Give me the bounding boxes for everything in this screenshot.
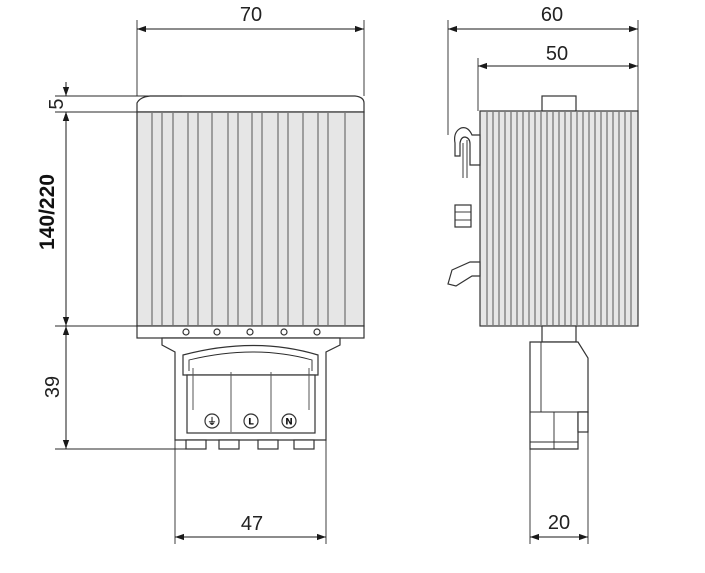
front-top-cap bbox=[136, 95, 365, 113]
side-din-clip-spring bbox=[462, 140, 468, 178]
dim-front-terminal-width: 47 bbox=[241, 513, 263, 535]
side-din-clip-hook bbox=[454, 127, 481, 166]
dim-side-terminal-width: 20 bbox=[548, 512, 570, 534]
front-terminal-hood bbox=[182, 344, 319, 376]
side-terminal-block bbox=[529, 341, 589, 450]
terminal-ground-symbol: ⏚ bbox=[207, 417, 216, 428]
front-mounting-holes bbox=[182, 328, 321, 336]
terminal-n-symbol: N bbox=[285, 418, 293, 428]
dim-front-width: 70 bbox=[240, 4, 262, 26]
front-terminal-hood-inner bbox=[188, 351, 313, 371]
side-top-clip bbox=[541, 95, 577, 112]
mounting-hole bbox=[280, 328, 288, 336]
mounting-hole bbox=[313, 328, 321, 336]
terminal-l-symbol: L bbox=[248, 418, 254, 428]
mounting-hole bbox=[213, 328, 221, 336]
dim-front-cap: 5 bbox=[46, 98, 68, 109]
terminal-ground: ⏚ bbox=[204, 413, 220, 429]
front-view: ⏚ L N bbox=[136, 95, 365, 450]
dim-front-height: 140/220 bbox=[36, 174, 59, 250]
dim-front-terminal-height: 39 bbox=[42, 376, 64, 398]
terminal-l: L bbox=[243, 413, 259, 429]
front-heatsink-fins bbox=[151, 113, 346, 325]
side-terminal-latch bbox=[577, 411, 589, 433]
front-terminal-feet bbox=[185, 439, 315, 450]
front-heatsink-body bbox=[136, 111, 365, 327]
side-terminal-neck bbox=[541, 325, 577, 343]
side-dimensions: 60 50 20 bbox=[447, 4, 639, 544]
mounting-hole bbox=[246, 328, 254, 336]
terminal-n: N bbox=[281, 413, 297, 429]
side-din-clip-screw bbox=[454, 204, 472, 228]
dim-side-body-width: 50 bbox=[546, 43, 568, 65]
side-din-clip-foot bbox=[447, 261, 481, 287]
front-dimensions: 70 5 140/220 39 47 bbox=[36, 4, 365, 544]
dim-side-overall-width: 60 bbox=[541, 4, 563, 26]
side-view bbox=[447, 95, 639, 450]
side-heatsink-fins bbox=[486, 112, 632, 325]
mounting-hole bbox=[182, 328, 190, 336]
